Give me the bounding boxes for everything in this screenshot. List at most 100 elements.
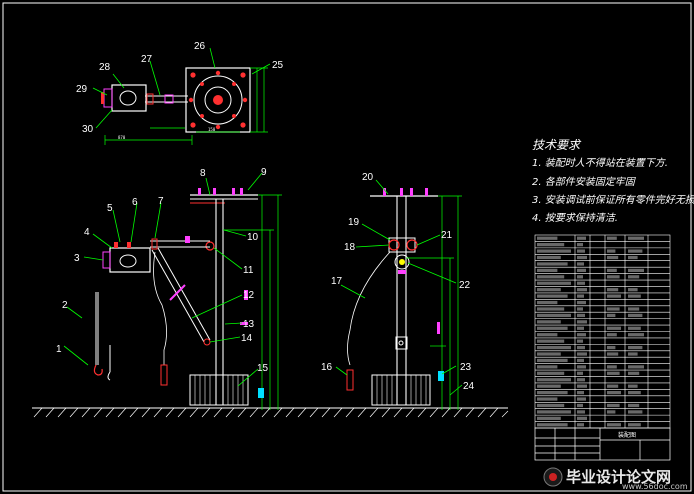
parts-list-cell-mark [607,294,621,298]
callout-29: 29 [76,84,88,95]
callout-22: 22 [459,280,471,291]
parts-list-cell-mark [607,249,616,253]
parts-list-cell-mark [577,326,584,330]
callout-labels: 1 2 3 4 5 6 7 8 9 10 11 12 13 14 15 16 1… [56,41,475,392]
parts-list-cell-mark [537,423,568,427]
parts-list-cell-mark [577,410,585,414]
parts-list-cell-mark [537,352,561,356]
title-block [534,427,671,461]
parts-list-cell-mark [577,313,585,318]
parts-list-cell-mark [628,255,638,260]
callout-27: 27 [141,54,153,65]
parts-list-cell-mark [577,288,587,292]
parts-list-cell-mark [537,345,571,350]
parts-list-cell-mark [537,333,558,337]
callout-21: 21 [441,230,453,241]
parts-list-cell-mark [607,268,617,272]
cylinder-front [109,247,151,273]
svg-text:150: 150 [208,127,216,132]
callout-15: 15 [257,363,269,374]
parts-list-cell-mark [537,294,568,298]
side-view-right [335,179,463,410]
parts-list-cell-mark [607,384,619,388]
parts-list-cell-mark [577,255,587,260]
front-view-left [63,172,282,410]
parts-list-cell-mark [577,243,583,247]
watermark: 毕业设计论文网 www.56doc.com [543,467,688,491]
parts-list-cell-mark [607,410,616,414]
callout-14: 14 [241,333,253,344]
parts-list-cell-mark [607,288,619,292]
callout-9: 9 [261,167,267,178]
callout-10: 10 [247,232,259,243]
parts-list-cell-mark [537,268,558,272]
note-item-2: 2. 各部件安装固定牢固 [532,176,637,188]
callout-12: 12 [243,290,255,301]
parts-list-cell-mark [537,391,568,395]
parts-list-cell-mark [607,365,617,369]
svg-text:870: 870 [118,135,126,140]
parts-list-cell-mark [607,333,617,337]
parts-list-cell-mark [628,236,644,240]
parts-list-cell-mark [628,326,641,330]
parts-list-cell-mark [628,313,643,318]
parts-list-cell-mark [537,365,558,369]
parts-list-cell-mark [537,313,571,318]
parts-list-cell-mark [628,294,641,298]
parts-list-cell-mark [577,352,587,356]
parts-list-cell-mark [537,378,571,382]
parts-list-cell-mark [537,249,571,253]
callout-20: 20 [362,172,374,183]
parts-list-cell-mark [537,403,565,408]
parts-list-cell-mark [628,333,644,337]
parts-list-cell-mark [537,416,561,420]
parts-list-cell-mark [537,307,565,311]
parts-list-cell-mark [537,255,561,260]
parts-list-cell-mark [537,410,571,414]
parts-list-cell-mark [607,313,616,318]
parts-list-cell-mark [607,236,617,240]
parts-list-cell-mark [577,294,584,298]
parts-list-cell-mark [577,371,583,375]
parts-list-rows [535,241,670,422]
technical-requirements: 技术要求 1. 装配时人不得站在装置下方. 2. 各部件安装固定牢固 3. 安装… [532,138,694,224]
parts-list-cell-mark [577,416,587,420]
parts-list-cell-mark [607,255,619,260]
parts-list-cell-mark [577,365,586,369]
notes-title: 技术要求 [532,138,582,152]
parts-list-cell-mark [537,371,565,375]
parts-list-cell-mark [577,391,584,395]
parts-list-cell-mark [628,391,641,395]
parts-list-cell-mark [607,352,619,356]
parts-list-cell-mark [607,345,616,350]
parts-list-cell-mark [628,365,644,369]
parts-list-cell-mark [537,358,568,363]
callout-28: 28 [99,62,111,73]
callout-7: 7 [158,196,164,207]
callout-1: 1 [56,344,62,355]
parts-list-cell-mark [628,384,638,388]
parts-list-cell-mark [628,403,640,408]
parts-list-cell-mark [577,333,586,337]
parts-list-cell-mark [577,307,583,311]
callout-19: 19 [348,217,360,228]
watermark-url: www.56doc.com [622,482,688,491]
parts-list-cell-mark [577,236,586,240]
parts-list-cell-mark [628,352,638,356]
parts-list-cell-mark [537,339,565,343]
parts-list-cell-mark [577,423,584,427]
parts-list-table [534,234,671,429]
parts-list-cell-mark [607,307,620,311]
parts-list-cell-marks [537,236,644,427]
parts-list-cell-mark [537,397,558,401]
parts-list-cell-mark [577,358,584,363]
parts-list-cell-mark [628,268,644,272]
parts-list-cell-mark [537,288,561,292]
callout-6: 6 [132,197,138,208]
parts-list-cell-mark [537,320,561,324]
parts-list-cell-mark [607,326,621,330]
parts-list-cell-mark [537,326,568,330]
callout-8: 8 [200,168,206,179]
